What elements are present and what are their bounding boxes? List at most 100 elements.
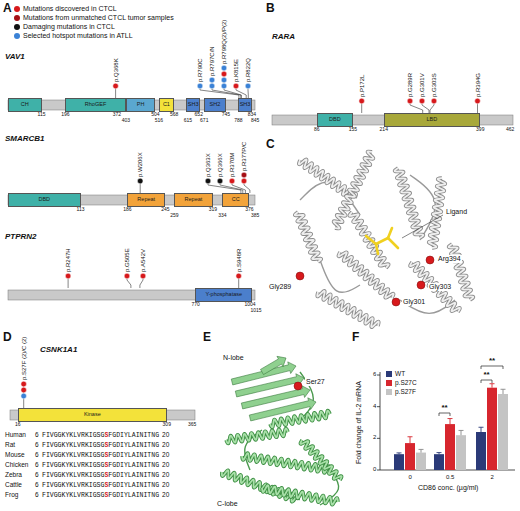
- mutation-dot: [221, 77, 227, 83]
- sequence: S: [104, 442, 108, 449]
- legend-swatch: [14, 6, 20, 12]
- text-label: p.G289R: [407, 73, 413, 97]
- leader-line: [402, 215, 443, 238]
- sequence: FIVGGKYKLVRKIGSG: [42, 432, 104, 439]
- helix: [395, 168, 424, 238]
- text-label: Fold change of IL-2 mRNA: [355, 381, 362, 464]
- text-label: 6: [373, 371, 376, 378]
- legend-entry: Damaging mutations in CTCL: [14, 23, 115, 30]
- panel-letter: B: [266, 2, 275, 16]
- helix-highlight: [299, 159, 356, 198]
- text-label: CD86 conc. (µg/ml): [418, 484, 478, 492]
- sequence: FGDIYLAINITNG: [108, 432, 159, 439]
- text-label: p.R797C/N: [209, 46, 215, 76]
- text-label: 403: [122, 118, 130, 124]
- bar: [498, 394, 508, 470]
- residue-number: 6: [35, 481, 42, 488]
- legend-entry: Selected hotspot mutations in ATLL: [14, 32, 133, 39]
- ligand-stick: [366, 236, 376, 244]
- text-label: 376: [245, 207, 253, 213]
- legend-swatch: [14, 24, 20, 30]
- lollipop-stick: [200, 86, 239, 98]
- bar: [394, 454, 404, 470]
- text-label: 372: [113, 112, 121, 118]
- text-label: p.G505E: [124, 248, 130, 272]
- lollipop-stick: [208, 181, 241, 193]
- domain-name: CH: [21, 102, 29, 108]
- gene-name: RARA: [272, 32, 295, 41]
- mutation-dot: [65, 273, 71, 279]
- text-label: p.P172L: [359, 75, 365, 97]
- text-label: N-lobe: [222, 354, 245, 362]
- residue-number: 6: [35, 491, 42, 498]
- tick: [377, 470, 380, 471]
- sequence: FIVGGKYKLVRKIGSG: [42, 472, 104, 479]
- text-label: p.G301V: [419, 73, 425, 97]
- species-name: Mouse: [5, 451, 35, 458]
- domain-box: CH: [8, 98, 42, 112]
- gene-name: SMARCB1: [5, 134, 45, 143]
- helix: [295, 212, 321, 262]
- ligand-stick: [376, 238, 388, 244]
- text-label: 309: [163, 422, 171, 428]
- text-label: p.R370M: [229, 153, 235, 177]
- mutation-dot: [137, 178, 143, 184]
- mutation-dot: [245, 83, 251, 89]
- text-label: 214: [380, 127, 388, 133]
- alignment-row: Chicken6FIVGGKYKLVRKIGSGSFGDIYLAINITNG20: [5, 461, 169, 469]
- residue-number: 6: [35, 451, 42, 458]
- ligand-stick: [388, 228, 392, 238]
- text-label: p.R798Q(2)/P(2): [221, 20, 227, 64]
- error-bar: [437, 453, 442, 455]
- domain-box: Repeat: [127, 193, 165, 207]
- helix-highlight: [262, 485, 338, 504]
- text-label: Gly289: [268, 283, 292, 291]
- species-name: Cattle: [5, 481, 35, 488]
- bar: [476, 432, 486, 470]
- text-label: 186: [123, 207, 131, 213]
- mutation-dot: [113, 83, 119, 89]
- sequence: S: [104, 472, 108, 479]
- mutation-dot: [419, 98, 425, 104]
- panel-letter: F: [352, 331, 359, 345]
- helix-highlight: [295, 212, 321, 262]
- helix: [262, 485, 338, 504]
- domain-name: Y-phosphatase: [206, 292, 243, 298]
- error-bar: [490, 384, 495, 388]
- panel-letter: A: [3, 2, 12, 16]
- legend-entry: p.S27F: [386, 388, 416, 395]
- bar: [456, 435, 466, 470]
- domain-name: C1: [163, 102, 170, 108]
- text-label: p.K815E: [233, 59, 239, 82]
- text-label: 245: [161, 207, 169, 213]
- sequence: FIVGGKYKLVRKIGSG: [42, 442, 104, 449]
- bar: [416, 453, 426, 470]
- error-bar: [501, 389, 506, 394]
- legend-text: Mutations from unmatched CTCL tumor samp…: [23, 14, 174, 21]
- helix-highlight: [317, 291, 379, 327]
- text-label: 113: [77, 207, 85, 213]
- helix-highlight: [222, 470, 298, 502]
- helix-highlight: [226, 429, 288, 444]
- text-label: 385: [251, 213, 259, 219]
- legend-text: p.S27F: [395, 388, 416, 395]
- legend-swatch: [14, 15, 20, 21]
- text-label: Ser27: [305, 378, 326, 386]
- text-label: 399: [476, 127, 484, 133]
- text-label: 196: [61, 112, 69, 118]
- text-label: 652: [195, 112, 203, 118]
- mutation-dot: [21, 387, 27, 393]
- text-label: 0: [373, 466, 376, 473]
- domain-box: C1: [159, 98, 174, 112]
- text-label: 834: [248, 112, 256, 118]
- domain-name: Repeat: [185, 197, 203, 203]
- significance-bracket: [439, 413, 450, 416]
- domain-box: DBD: [317, 113, 353, 127]
- text-label: Gly301: [402, 298, 426, 306]
- sequence: FGDIYLAINITNG: [108, 472, 159, 479]
- mutation-dot: [241, 178, 247, 184]
- text-label: 319: [209, 207, 217, 213]
- domain-box: CC: [222, 193, 249, 207]
- text-label: 462: [506, 127, 514, 133]
- helix: [429, 178, 446, 248]
